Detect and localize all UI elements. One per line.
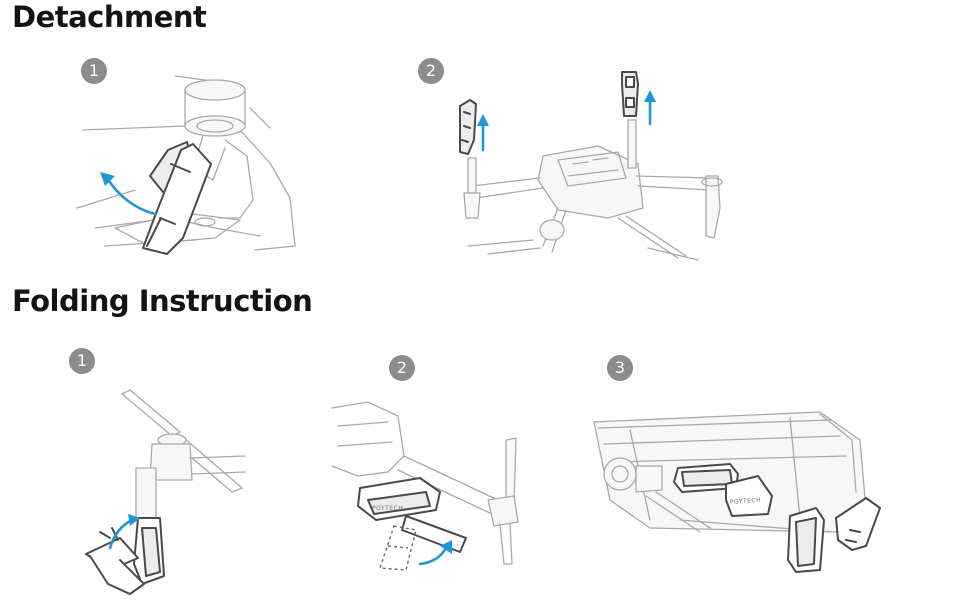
pgytech-brand-label: PGYTECH — [372, 505, 403, 512]
landing-gear-folding-on-arm-icon — [80, 388, 250, 598]
detachment-heading: Detachment — [12, 0, 206, 34]
folding-step-2-badge: 2 — [389, 355, 415, 381]
folding-step-3-badge: 3 — [607, 355, 633, 381]
folding-step-1-badge: 1 — [69, 348, 95, 374]
detachment-step-2-badge: 2 — [418, 58, 444, 84]
landing-gear-flip-under-arm-icon: PGYTECH — [328, 396, 528, 576]
drone-folded-with-landing-gear-icon: PGYTECH — [590, 400, 882, 580]
folding-instruction-heading: Folding Instruction — [12, 284, 312, 318]
hand-removing-gimbal-guard-icon — [75, 68, 305, 263]
drone-landing-gear-lifting-off-icon — [448, 68, 733, 263]
